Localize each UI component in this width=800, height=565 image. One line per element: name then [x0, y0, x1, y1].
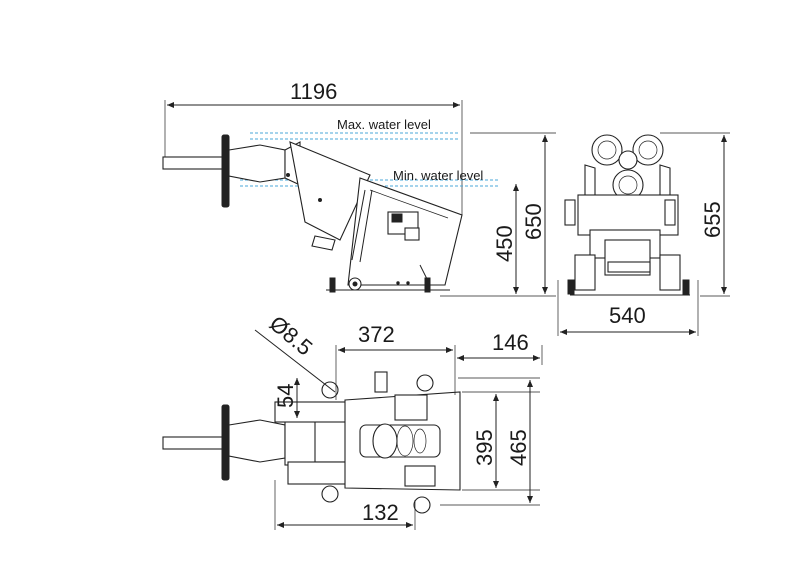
dim-length-146: 146 [492, 330, 529, 355]
front-view: 540 655 [557, 132, 730, 336]
top-nozzle-pipe [162, 436, 229, 450]
dim-length-372: 372 [358, 322, 395, 347]
pump-housing [289, 141, 371, 241]
min-water-label: Min. water level [393, 168, 483, 183]
suction-disc [221, 134, 230, 208]
top-view: Ø8.5 372 146 54 395 465 132 [162, 311, 543, 530]
dim-width-465: 465 [506, 429, 531, 466]
dim-height-650: 650 [521, 203, 546, 240]
dim-width-395: 395 [472, 429, 497, 466]
top-suction-disc [221, 404, 230, 481]
front-frame [577, 194, 679, 236]
front-motor-right [632, 134, 664, 166]
nozzle-pipe [162, 156, 229, 170]
side-view: 1196 Max. water level Min. water level [162, 79, 556, 297]
top-wheel [321, 485, 339, 503]
dim-width-540: 540 [609, 303, 646, 328]
dim-hole-dia: Ø8.5 [265, 311, 318, 361]
dim-length-54: 54 [273, 384, 298, 408]
max-water-label: Max. water level [337, 117, 431, 132]
front-motor-left [591, 134, 623, 166]
dim-overall-length: 1196 [290, 79, 337, 104]
leader-hole [254, 329, 336, 393]
dim-height-655: 655 [700, 201, 725, 238]
coupling [228, 144, 286, 183]
dim-height-450: 450 [492, 225, 517, 262]
dim-length-132: 132 [362, 500, 399, 525]
